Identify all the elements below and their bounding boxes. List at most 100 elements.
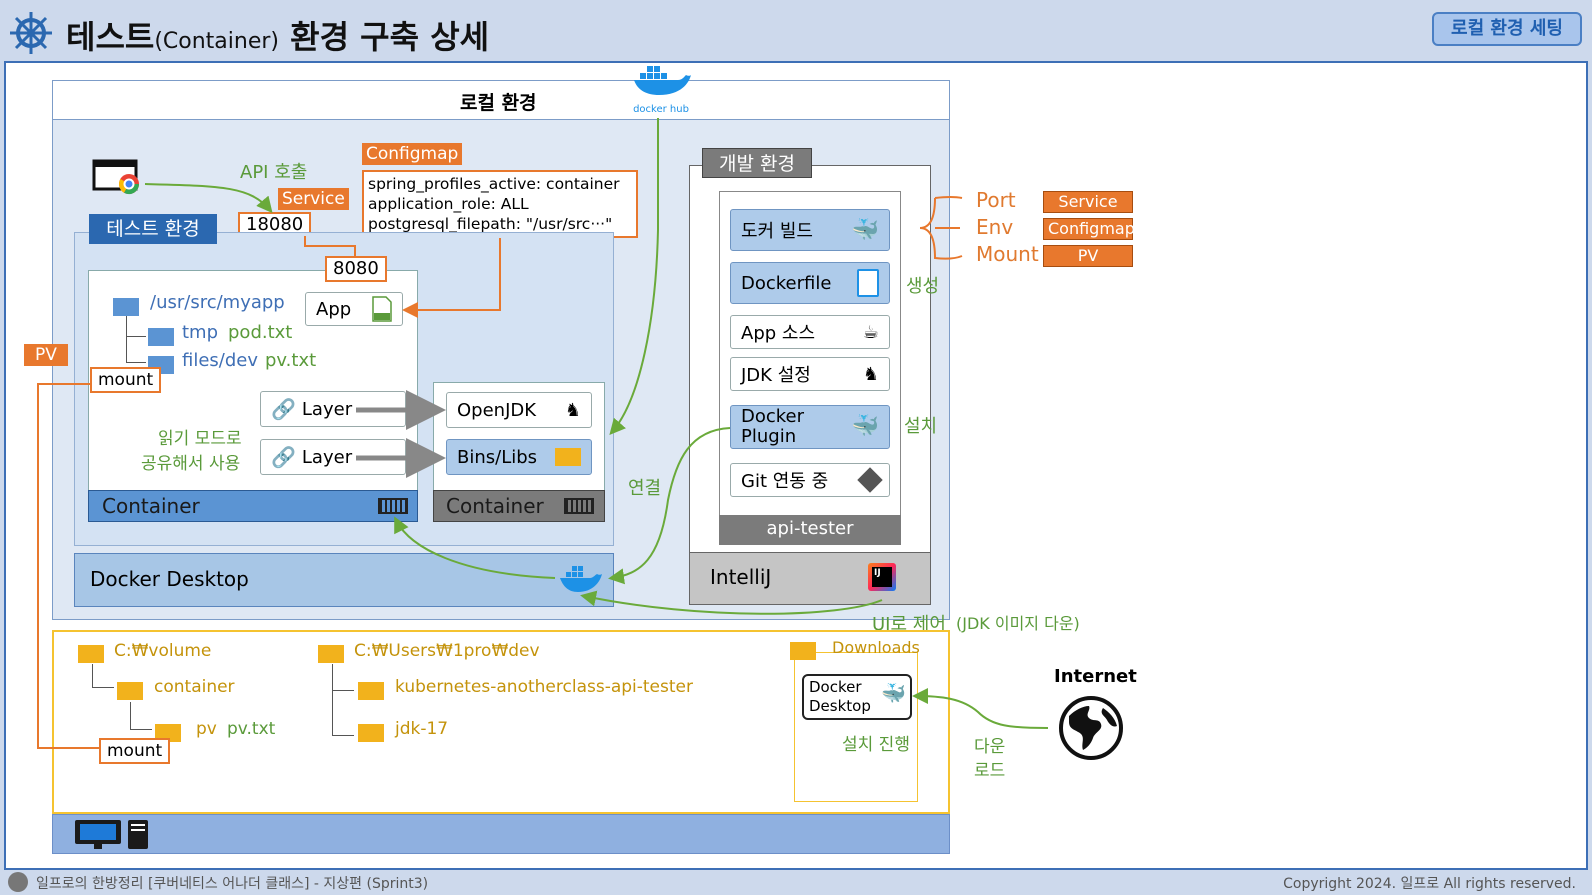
installer-label: Docker xyxy=(809,678,862,696)
duke-icon: ♞ xyxy=(862,363,879,385)
tmp-dir: tmp xyxy=(182,322,219,343)
docker-whale-icon xyxy=(558,564,604,598)
docker-whale-icon: 🐳 xyxy=(851,217,879,243)
installing-label: 설치 진행 xyxy=(842,735,910,755)
app-source-item: App 소스 ☕ xyxy=(730,315,890,349)
item-label: App 소스 xyxy=(741,323,816,344)
tree-line xyxy=(92,664,114,688)
container-2-label: Container xyxy=(446,494,544,518)
service-tag-right: Service xyxy=(1043,191,1133,213)
installer-label: Desktop xyxy=(809,697,871,715)
folder-icon xyxy=(113,296,139,316)
container-icon xyxy=(378,498,408,514)
files-file: pv.txt xyxy=(265,350,317,371)
api-call-label: API 호출 xyxy=(240,162,308,183)
folder-icon xyxy=(790,640,816,660)
filesystem-area xyxy=(52,630,950,814)
readonly-label-2: 공유해서 사용 xyxy=(141,454,241,474)
tree-line xyxy=(332,735,354,736)
tree-line xyxy=(130,702,152,730)
tree-line xyxy=(332,664,354,736)
duke-icon: ♞ xyxy=(564,399,581,421)
footer-right: Copyright 2024. 일프로 All rights reserved. xyxy=(1283,876,1576,892)
app-path: /usr/src/myapp xyxy=(150,292,285,313)
container-1-label: Container xyxy=(102,494,200,518)
link-icon: 🔗 xyxy=(271,445,296,469)
folder-icon xyxy=(148,326,174,346)
item-label: JDK 설정 xyxy=(741,365,811,386)
footer-left: 일프로의 한방정리 [쿠버네티스 어나더 클래스] - 지상편 (Sprint3… xyxy=(36,876,429,892)
downloads-label: Downloads xyxy=(832,638,920,657)
container-icon xyxy=(564,498,594,514)
local-setup-button[interactable]: 로컬 환경 세팅 xyxy=(1432,12,1582,46)
readonly-label-1: 읽기 모드로 xyxy=(158,429,242,449)
folder-icon xyxy=(358,680,384,700)
folder-icon xyxy=(78,643,104,663)
port-label: Port xyxy=(976,188,1016,212)
project-dir: kubernetes-anotherclass-api-tester xyxy=(395,677,693,697)
tree-line xyxy=(126,336,146,337)
link-icon: 🔗 xyxy=(271,397,296,421)
git-item: Git 연동 중 xyxy=(730,463,890,497)
mount-label: Mount xyxy=(976,242,1039,266)
download-label-2: 로드 xyxy=(974,761,1006,781)
folder-icon xyxy=(155,722,181,742)
docker-desktop-label: Docker Desktop xyxy=(90,567,249,591)
volume-path: C:₩volume xyxy=(114,641,212,661)
container-dir: container xyxy=(154,677,235,697)
container-1-bar xyxy=(88,490,418,522)
create-label: 생성 xyxy=(906,276,940,297)
local-env-title-bar xyxy=(52,80,950,120)
test-env-label: 테스트 환경 xyxy=(89,214,217,244)
k8s-helm-icon xyxy=(8,10,54,56)
pv-tag-right: PV xyxy=(1043,245,1133,267)
layer-label: Layer xyxy=(301,446,353,468)
tmp-file: pod.txt xyxy=(228,322,293,343)
connect-label: 연결 xyxy=(628,478,662,499)
intellij-icon: IJ xyxy=(868,563,896,591)
folder-icon xyxy=(117,680,143,700)
configmap-line: postgresql_filepath: "/usr/src···" xyxy=(368,215,613,233)
page-title: 테스트(Container) 환경 구축 상세 xyxy=(66,18,490,56)
file-icon xyxy=(857,269,879,297)
tree-line xyxy=(332,690,354,691)
files-dir: files/dev xyxy=(182,350,259,371)
service-tag: Service xyxy=(278,188,349,210)
internet-label: Internet xyxy=(1054,666,1137,687)
desktop-pc-icon xyxy=(74,818,154,854)
java-icon: ☕ xyxy=(862,321,879,343)
configmap-line: application_role: ALL xyxy=(368,195,529,213)
folder-icon xyxy=(318,643,344,663)
binslibs-label: Bins/Libs xyxy=(457,446,538,468)
api-tester-label: api-tester xyxy=(766,518,854,539)
docker-hub-label: docker hub xyxy=(633,104,689,115)
configmap-tag-right: Configmap xyxy=(1043,218,1135,240)
tree-line xyxy=(126,316,146,362)
intellij-label: IntelliJ xyxy=(710,565,772,589)
docker-hub-logo: docker hub xyxy=(626,64,696,115)
pv-file: pv.txt xyxy=(227,719,276,739)
api-tester-bar xyxy=(719,515,901,545)
docker-desktop-installer: Docker Desktop 🐳 xyxy=(802,674,912,720)
layer-label: Layer xyxy=(301,398,353,420)
mount-container: mount xyxy=(90,367,162,393)
item-label: Git 연동 중 xyxy=(741,471,829,492)
item-label: Dockerfile xyxy=(741,272,832,294)
jar-icon xyxy=(372,296,392,322)
globe-icon xyxy=(1059,696,1123,764)
item-label: 도커 빌드 xyxy=(741,221,813,242)
mount-host: mount xyxy=(99,738,171,764)
dockerfile-item: Dockerfile xyxy=(730,262,890,304)
openjdk-label: OpenJDK xyxy=(457,399,537,421)
pv-dir: pv xyxy=(196,719,217,739)
docker-desktop-bar xyxy=(74,553,614,607)
browser-icon xyxy=(92,159,140,196)
install-label: 설치 xyxy=(904,416,938,437)
downloads-box xyxy=(794,652,918,802)
download-label-1: 다운 xyxy=(974,737,1006,757)
env-label: Env xyxy=(976,215,1014,239)
users-path: C:₩Users₩1pro₩dev xyxy=(354,641,540,661)
